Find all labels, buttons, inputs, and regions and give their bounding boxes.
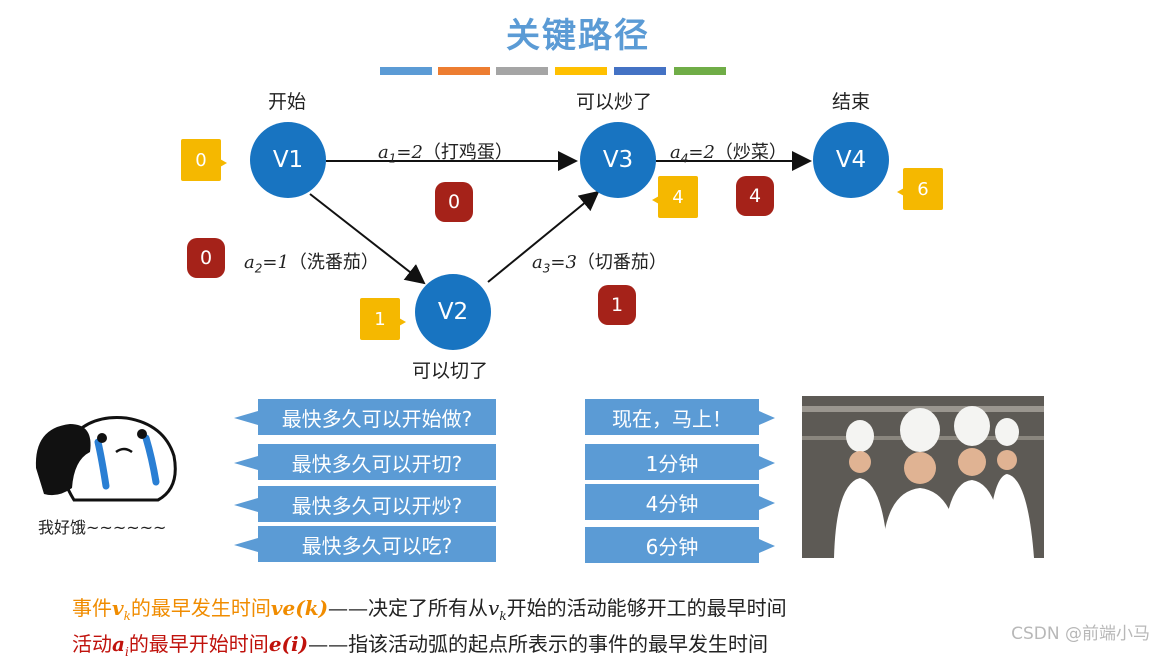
def-func: ve(k) — [270, 596, 329, 620]
edge-task: （打鸡蛋） — [422, 142, 513, 163]
edge-value: =2 — [688, 142, 715, 163]
answer-box: 4分钟 — [585, 484, 775, 520]
color-swatch — [674, 67, 726, 75]
def-term-b: 的最早发生时间 — [130, 596, 271, 620]
def-rest: ——决定了所有从 — [328, 596, 489, 620]
definition-event: 事件vk的最早发生时间ve(k)——决定了所有从vk开始的活动能够开工的最早时间 — [72, 592, 787, 623]
answer-box: 1分钟 — [585, 444, 775, 480]
edge-value: =2 — [396, 142, 423, 163]
edge-value: =1 — [262, 252, 289, 273]
def-sub: k — [123, 609, 131, 623]
def-rest-sub: k — [499, 609, 507, 623]
edge-task: （洗番茄） — [288, 252, 379, 273]
color-swatch — [555, 67, 607, 75]
edge-label-a2: a2=1（洗番茄） — [244, 248, 379, 276]
def-term-b: 的最早开始时间 — [128, 632, 269, 656]
edge-a2 — [309, 193, 426, 285]
activity-early-a2: 0 — [187, 238, 225, 278]
edge-sub: 3 — [542, 261, 551, 276]
answer-box: 现在，马上！ — [585, 399, 775, 435]
color-swatch — [614, 67, 666, 75]
node-v3: V3 — [580, 122, 656, 198]
edge-task: （炒菜） — [714, 142, 787, 163]
edge-value: =3 — [550, 252, 577, 273]
node-caption-v3: 可以炒了 — [576, 91, 653, 113]
edge-a3 — [487, 190, 600, 283]
question-box: 最快多久可以开炒? — [234, 486, 496, 522]
page-title: 关键路径 — [506, 16, 650, 56]
node-label: V3 — [602, 147, 634, 173]
edge-sub: 4 — [680, 151, 689, 166]
node-label: V2 — [437, 299, 469, 325]
def-rest-var: v — [488, 596, 500, 620]
node-v1: V1 — [250, 122, 326, 198]
question-box: 最快多久可以开始做? — [234, 399, 496, 435]
node-label: V4 — [835, 147, 867, 173]
crying-face-icon — [35, 416, 177, 502]
activity-early-a1: 0 — [435, 182, 473, 222]
color-swatch — [380, 67, 432, 75]
def-rest: ——指该活动弧的起点所表示的事件的最早发生时间 — [308, 632, 769, 656]
def-func: e(i) — [268, 632, 309, 656]
def-var: v — [112, 596, 124, 620]
edge-task: （切番茄） — [576, 252, 667, 273]
edge-name: a — [378, 142, 389, 163]
watermark: CSDN @前端小马 — [1011, 624, 1150, 644]
color-swatch — [496, 67, 548, 75]
activity-early-a3: 1 — [598, 285, 636, 325]
def-var: a — [112, 632, 125, 656]
edge-name: a — [244, 252, 255, 273]
def-term: 事件 — [72, 596, 112, 620]
def-rest-b: 开始的活动能够开工的最早时间 — [506, 596, 787, 620]
answer-box: 6分钟 — [585, 527, 775, 563]
edge-sub: 1 — [388, 151, 397, 166]
event-early-v1: 0 — [181, 139, 227, 181]
event-early-v2: 1 — [360, 298, 406, 340]
node-caption-v2: 可以切了 — [412, 360, 489, 382]
activity-early-a4: 4 — [736, 176, 774, 216]
chefs-photo — [802, 396, 1044, 558]
def-term: 活动 — [72, 632, 112, 656]
edge-label-a1: a1=2（打鸡蛋） — [378, 138, 513, 166]
question-box: 最快多久可以开切? — [234, 444, 496, 480]
edge-sub: 2 — [254, 261, 263, 276]
edge-name: a — [670, 142, 681, 163]
definition-activity: 活动ai的最早开始时间e(i)——指该活动弧的起点所表示的事件的最早发生时间 — [72, 628, 768, 659]
node-label: V1 — [272, 147, 304, 173]
event-early-v4: 6 — [897, 168, 943, 210]
chefs-illustration — [802, 396, 1044, 558]
edge-label-a4: a4=2（炒菜） — [670, 138, 787, 166]
node-v2: V2 — [415, 274, 491, 350]
event-early-v3: 4 — [652, 176, 698, 218]
edge-name: a — [532, 252, 543, 273]
edge-label-a3: a3=3（切番茄） — [532, 248, 667, 276]
node-caption-v1: 开始 — [268, 91, 307, 113]
sticker-caption: 我好饿~~~~~~ — [38, 518, 167, 537]
node-caption-v4: 结束 — [832, 91, 871, 113]
node-v4: V4 — [813, 122, 889, 198]
question-box: 最快多久可以吃? — [234, 526, 496, 562]
color-swatch — [438, 67, 490, 75]
